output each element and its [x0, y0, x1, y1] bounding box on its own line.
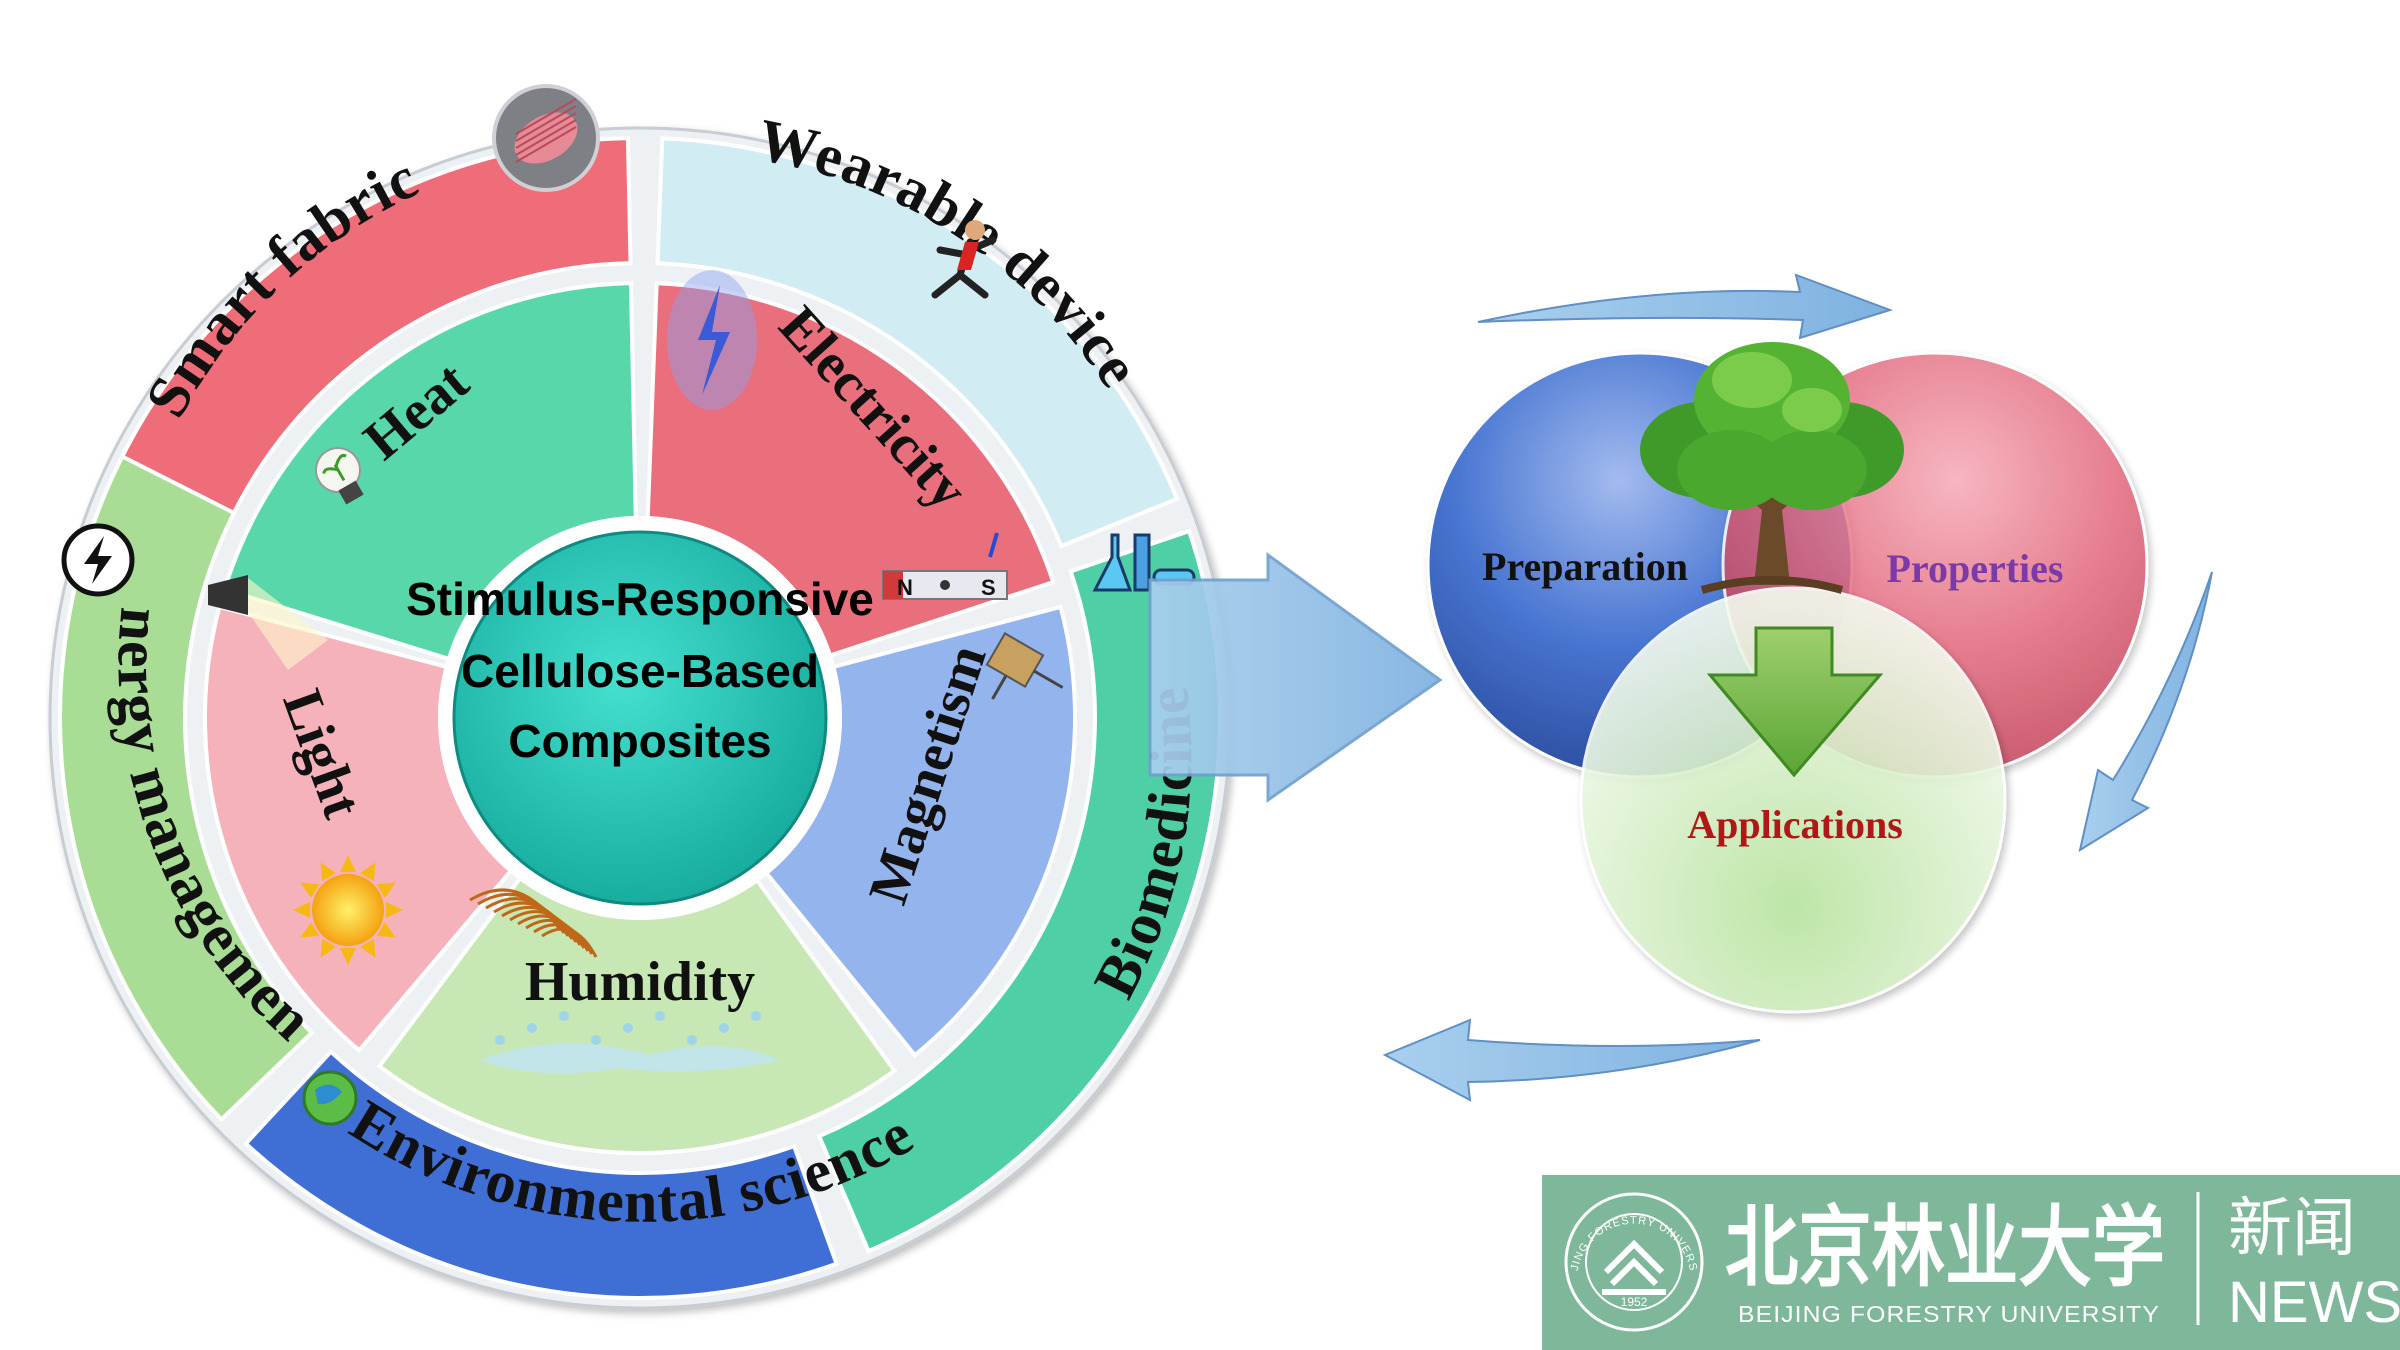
stimulus-wheel: Stimulus-ResponsiveCellulose-BasedCompos… [0, 0, 1232, 1310]
magnetic-device-icon [985, 632, 1064, 700]
big-right-arrow [1148, 552, 1443, 803]
muscle-fiber-icon [492, 84, 600, 192]
applications-label: Applications [1687, 802, 1903, 847]
center-title-line-2: Cellulose-Based [461, 645, 819, 697]
center-circle [452, 530, 828, 906]
cycle-arrow-top [1477, 273, 1894, 340]
sun-icon [293, 855, 403, 965]
university-seal-icon: 1952 BEIJING FORESTRY UNIVERSITY [1564, 1192, 1704, 1332]
lightbulb-plant-icon [315, 447, 364, 505]
tree-icon [1640, 342, 1904, 594]
university-name-en: BEIJING FORESTRY UNIVERSITY [1738, 1301, 2160, 1327]
center-title-line-1: Stimulus-Responsive [406, 573, 874, 625]
outer-segment-environmental-science [243, 1048, 840, 1301]
seal-year: 1952 [1621, 1295, 1648, 1309]
cycle-diagram: Preparation Properties Applications [1382, 273, 2213, 1102]
cycle-arrow-right [2078, 571, 2213, 853]
humidity-label: Humidity [525, 951, 755, 1013]
cycle-arrow-bottom [1382, 1018, 1761, 1102]
center-title-line-3: Composites [508, 715, 771, 767]
down-arrow [1706, 626, 1884, 778]
magnet-n-pole: N [897, 575, 913, 600]
globe-recycle-icon [302, 1070, 358, 1126]
water-splash-icon [480, 1011, 780, 1074]
university-name-cn: 北京林业大学 [1725, 1195, 2165, 1299]
logo-background [1542, 1175, 2400, 1350]
properties-label: Properties [1887, 546, 2064, 591]
spotlight-icon [208, 575, 328, 670]
cellulose-fiber-icon [469, 888, 598, 958]
runner-icon [931, 220, 997, 299]
applications-circle [1579, 586, 2007, 1014]
lightning-bolt-icon [667, 270, 757, 410]
magnet-s-pole: S [981, 575, 996, 600]
news-label-cn: 新闻 [2228, 1192, 2356, 1266]
preparation-label: Preparation [1482, 544, 1688, 589]
lab-flask-icon [1092, 533, 1196, 592]
outer-segment-energy-management [58, 453, 315, 1123]
outer-segment-wearable-device [655, 136, 1180, 549]
university-news-logo: 1952 BEIJING FORESTRY UNIVERSITY 北京林业大学 … [1542, 1175, 2400, 1350]
lightning-icon [61, 523, 135, 597]
outer-segment-biomedicine [816, 528, 1222, 1254]
news-label-en: NEWS [2228, 1270, 2400, 1335]
